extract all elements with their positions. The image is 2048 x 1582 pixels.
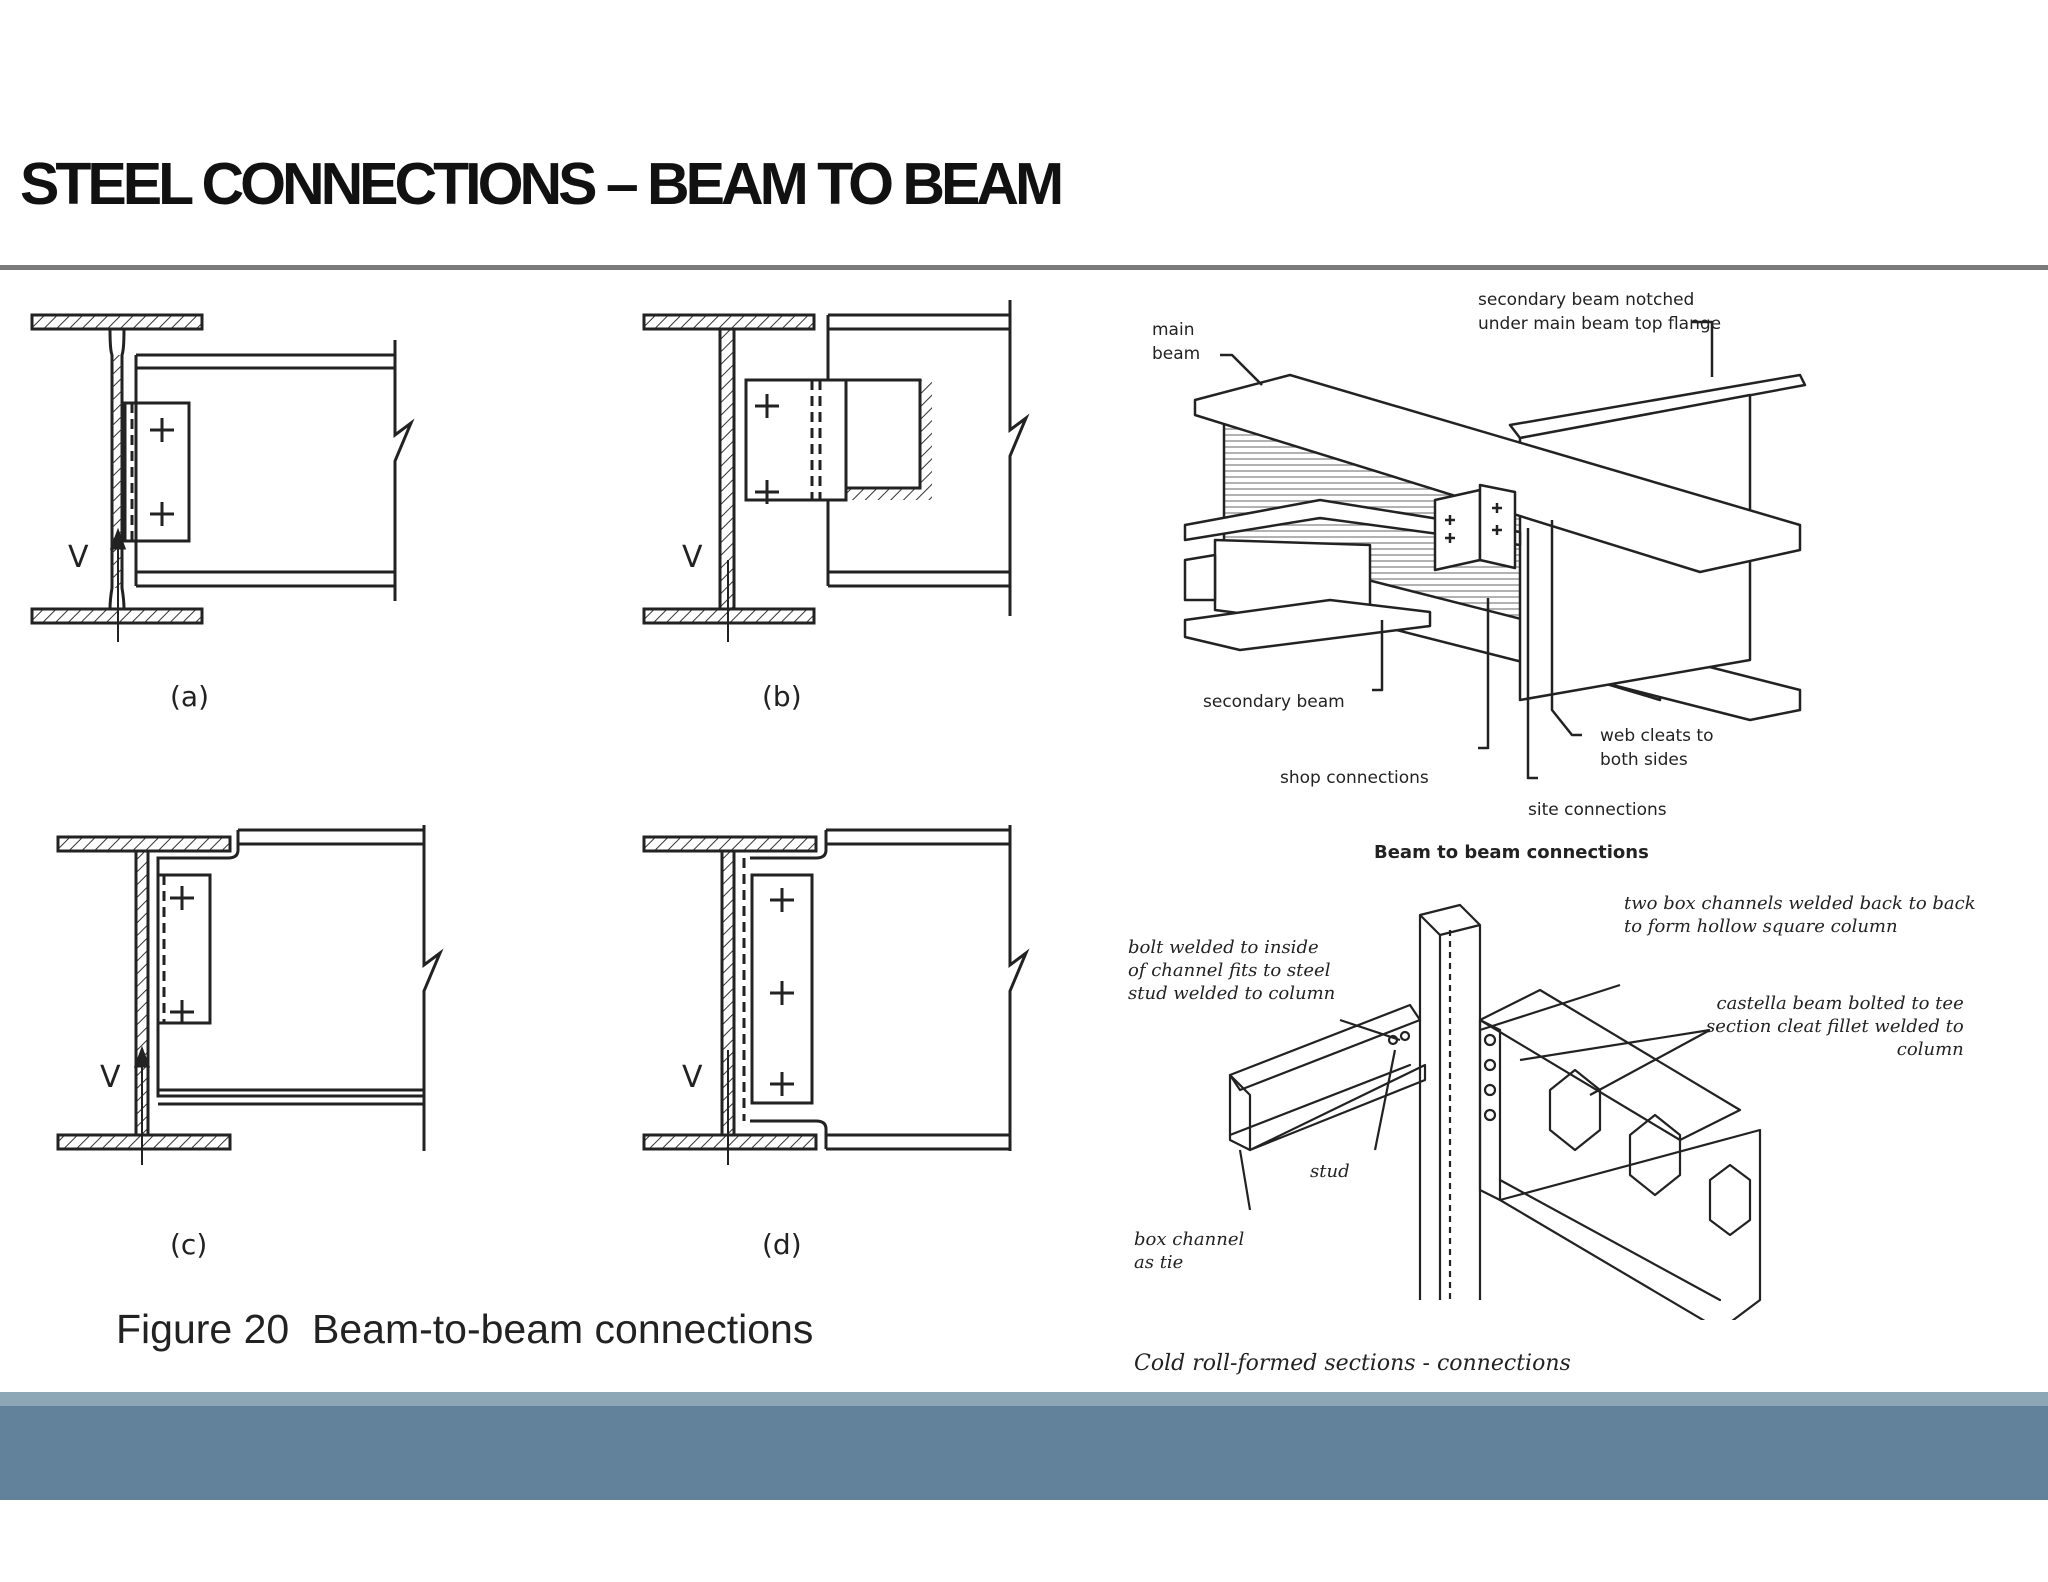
title-rule: [0, 265, 2048, 270]
panel-label-c: (c): [170, 1228, 208, 1261]
cold-formed-caption: Cold roll-formed sections - connections: [1134, 1351, 1571, 1376]
callout-site-connections: site connections: [1528, 800, 1667, 820]
slide-content: V V V V (a) (b) (c) (d) Figure 20 Beam-t…: [0, 270, 2048, 1392]
shear-label-c: V: [100, 1060, 121, 1095]
isometric-beam-diagram: [1183, 320, 1807, 780]
callout-castella: castella beam bolted to tee section clea…: [1706, 993, 1964, 1060]
callout-stud: stud: [1310, 1161, 1350, 1182]
panel-label-a: (a): [170, 680, 210, 713]
figure20-diagram: [30, 300, 1030, 1165]
figure20-caption: Figure 20 Beam-to-beam connections: [116, 1306, 814, 1352]
footer-accent-bar: [0, 1392, 2048, 1406]
cold-formed-sketch: [1228, 903, 1762, 1320]
slide-title: STEEL CONNECTIONS – BEAM TO BEAM: [20, 151, 1064, 217]
callout-box-channel-tie: box channel as tie: [1134, 1229, 1245, 1273]
callout-notched: secondary beam notched under main beam t…: [1478, 290, 1722, 334]
detail-d: [642, 825, 1030, 1165]
shear-label-b: V: [682, 540, 703, 575]
callout-main-beam: main beam: [1152, 320, 1201, 364]
panel-label-d: (d): [762, 1228, 802, 1261]
callout-shop-connections: shop connections: [1280, 768, 1429, 788]
detail-b: [642, 300, 1030, 642]
panel-label-b: (b): [762, 680, 802, 713]
callout-secondary-beam: secondary beam: [1203, 692, 1345, 712]
detail-c: [56, 825, 444, 1165]
callout-box-channels: two box channels welded back to back to …: [1624, 893, 1976, 937]
shear-label-a: V: [68, 540, 89, 575]
callout-web-cleats: web cleats to both sides: [1600, 726, 1714, 770]
callout-bolt: bolt welded to inside of channel fits to…: [1128, 937, 1336, 1004]
shear-label-d: V: [682, 1060, 703, 1095]
detail-a: [30, 313, 415, 642]
isometric-caption: Beam to beam connections: [1374, 842, 1649, 863]
footer-bar: [0, 1406, 2048, 1500]
